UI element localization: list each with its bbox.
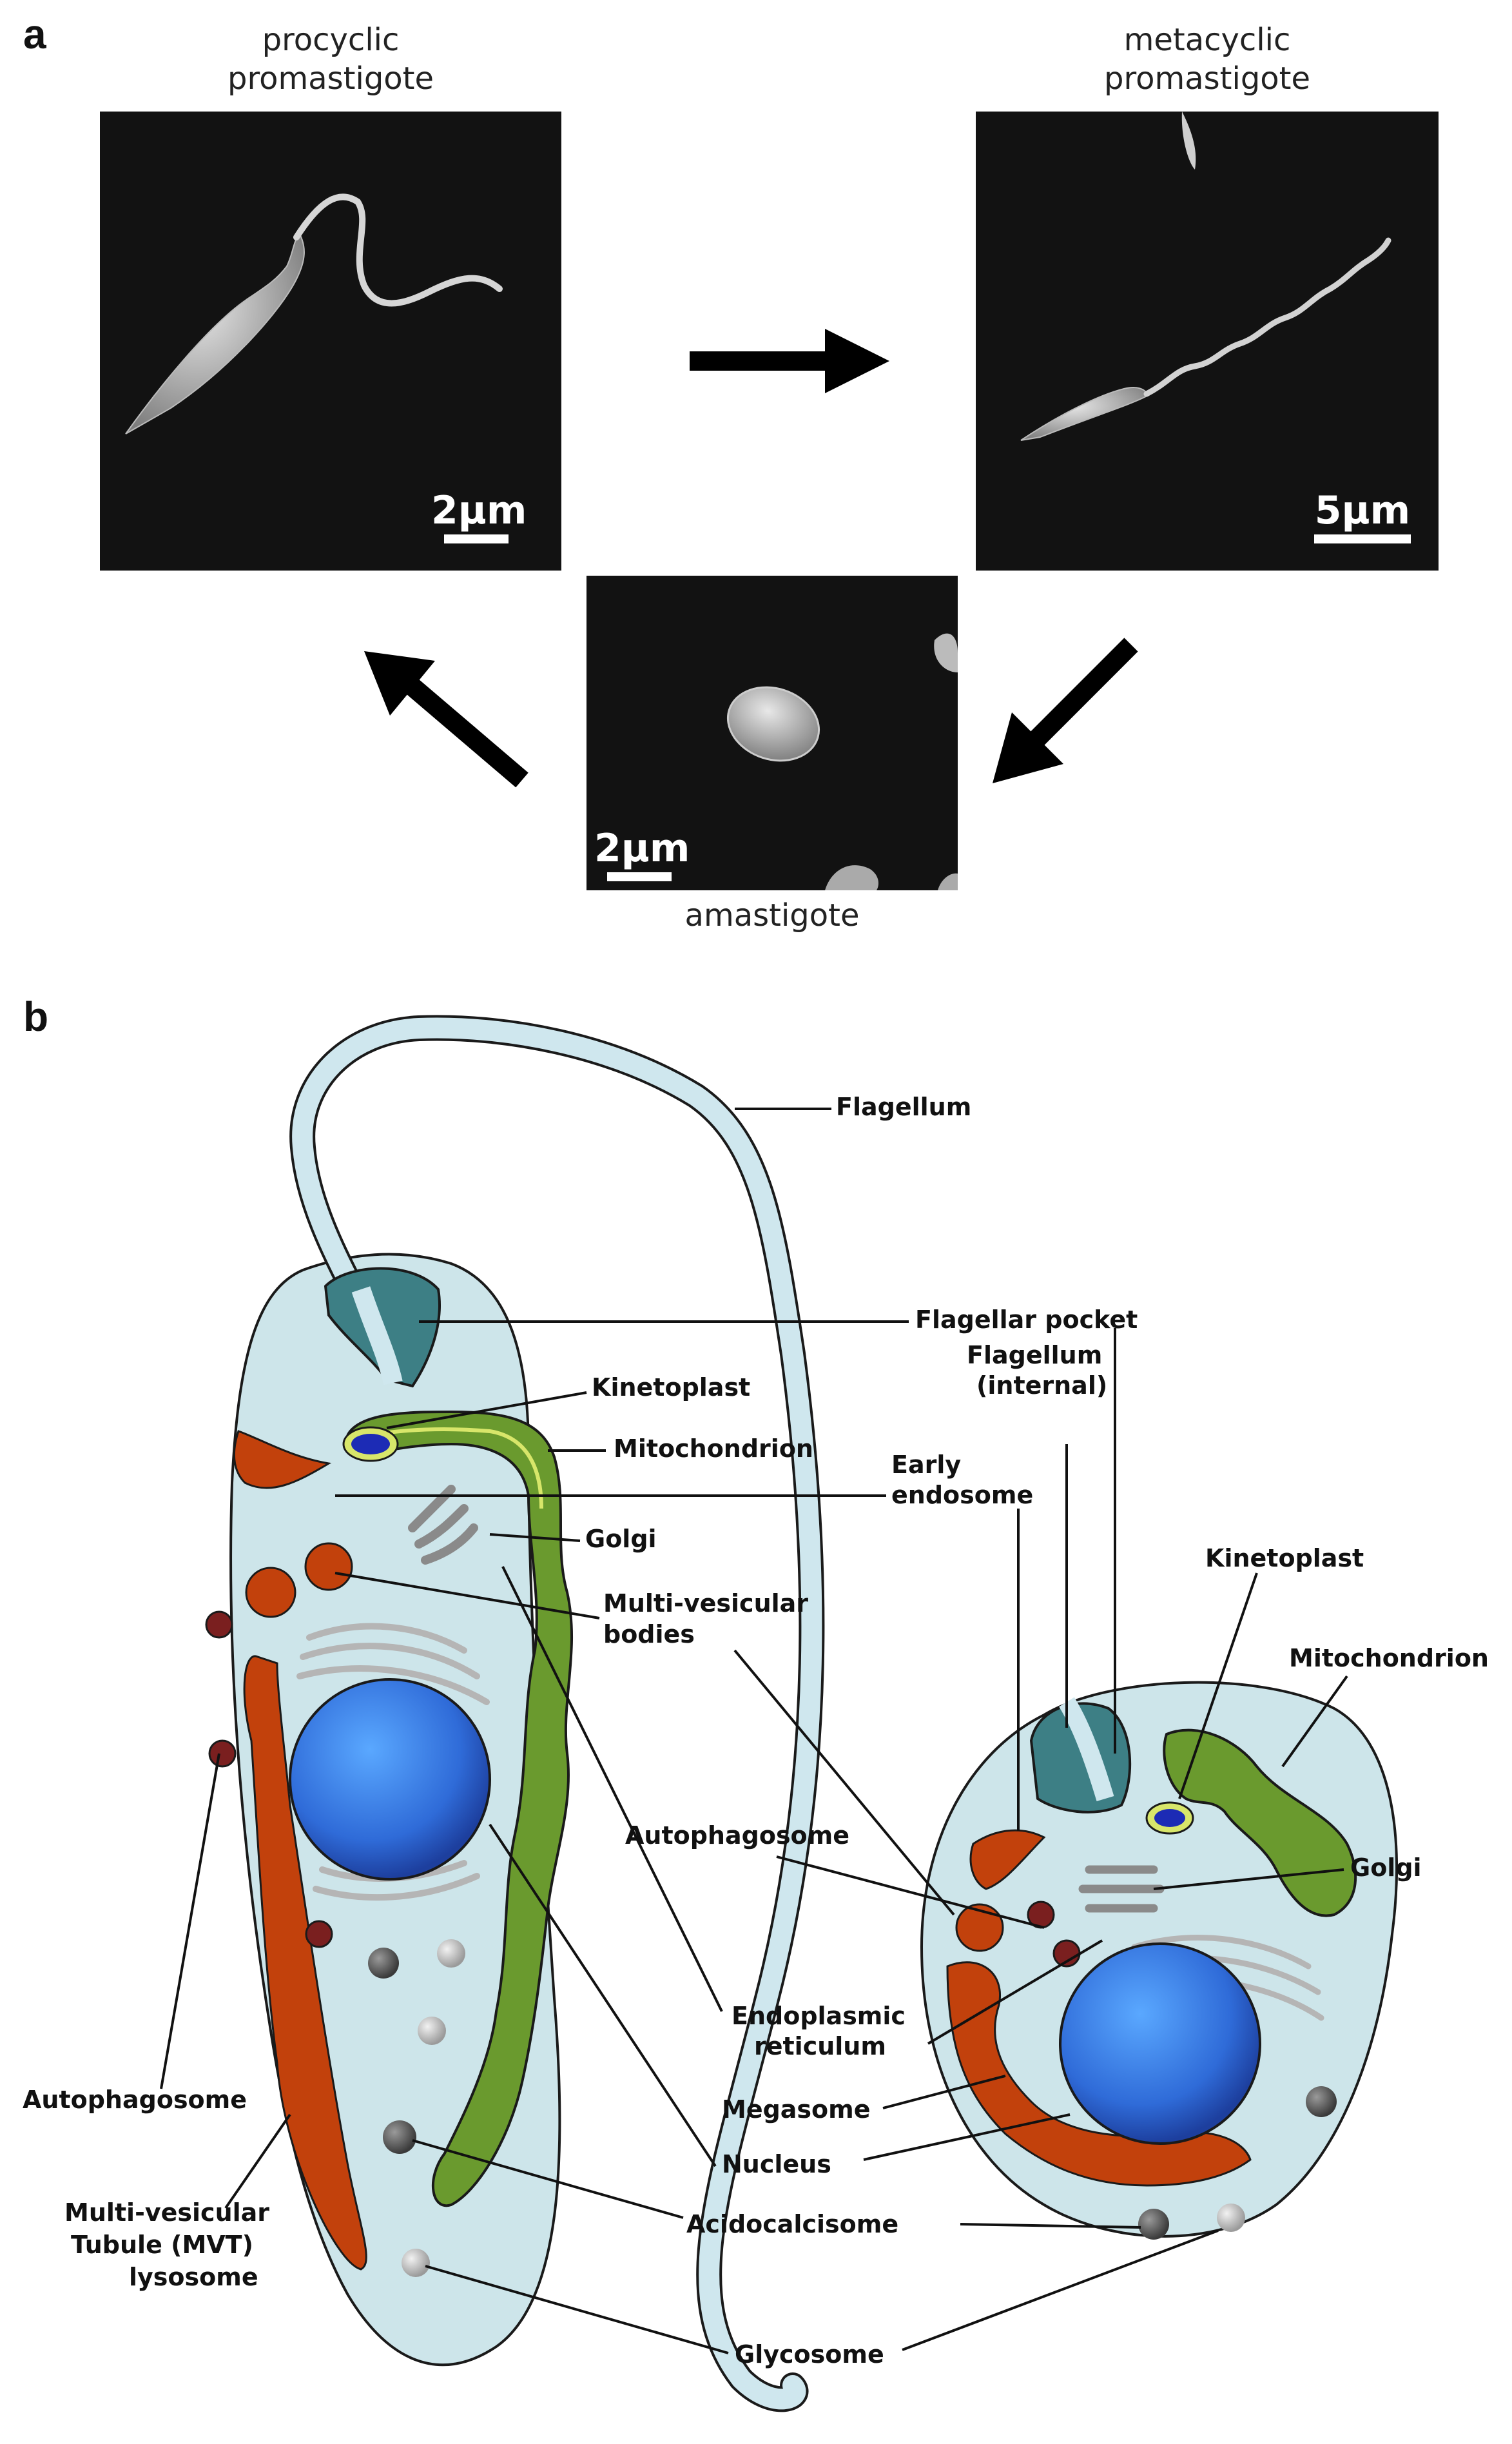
- arrow-up-left-icon: [364, 651, 528, 788]
- promastigote-flagellum-internal: [351, 1286, 403, 1385]
- amastigote-golgi: [1078, 1865, 1165, 1913]
- amastigote-acidocalcisome-1: [1138, 2209, 1169, 2240]
- label-kinetoplast-left: Kinetoplast: [592, 1373, 750, 1402]
- label-kinetoplast-right: Kinetoplast: [1205, 1544, 1364, 1572]
- amastigote-cell-body: [726, 686, 820, 762]
- procyclic-cell-drawing: [125, 193, 503, 435]
- procyclic-scale-line: [444, 534, 509, 543]
- procyclic-caption-line2: promastigote: [227, 61, 434, 97]
- amastigote-edge-debris-2: [825, 865, 878, 890]
- promastigote-mito-rim: [360, 1427, 543, 1509]
- metacyclic-scale-label: 5µm: [1314, 488, 1411, 533]
- amastigote-caption: amastigote: [684, 897, 860, 934]
- amastigote-nucleus: [1059, 1942, 1261, 2145]
- amastigote-edge-debris-3: [938, 873, 958, 890]
- label-mvb-2: bodies: [603, 1620, 695, 1648]
- panel-a-letter: a: [23, 11, 46, 57]
- amastigote-kinetoplast: [1154, 1809, 1185, 1827]
- amastigote-sem-image: 2µm: [586, 576, 958, 890]
- promastigote-flagellum: [292, 1017, 822, 2410]
- label-flagellum-internal-1: Flagellum: [967, 1341, 1102, 1369]
- amastigote-mitochondrion: [1163, 1728, 1357, 1917]
- amastigote-early-endosome: [969, 1829, 1046, 1890]
- amastigote-scale-bar: 2µm: [594, 826, 690, 881]
- label-golgi-left: Golgi: [585, 1525, 657, 1553]
- metacyclic-caption-line1: metacyclic: [1123, 22, 1291, 58]
- label-mvt-3: lysosome: [129, 2263, 258, 2291]
- promastigote-mvb: [245, 1542, 353, 1618]
- label-flagellum-internal-2: (internal): [976, 1371, 1107, 1400]
- promastigote-autophagosome-3: [305, 1920, 333, 1948]
- metacyclic-cell-drawing: [1020, 112, 1391, 441]
- promastigote-golgi: [408, 1485, 478, 1565]
- label-acidocalcisome: Acidocalcisome: [686, 2210, 898, 2238]
- metacyclic-scale-line: [1314, 534, 1411, 543]
- amastigote-glycosome: [1217, 2204, 1245, 2232]
- label-mitochondrion-right: Mitochondrion: [1289, 1644, 1489, 1672]
- label-golgi-right: Golgi: [1350, 1853, 1422, 1882]
- promastigote-early-endosome: [233, 1430, 332, 1489]
- procyclic-sem-image: 2µm: [100, 112, 561, 571]
- promastigote-er: [296, 1623, 490, 1901]
- label-early-endosome-2: endosome: [891, 1481, 1033, 1509]
- procyclic-scale-bar: 2µm: [431, 488, 527, 543]
- amastigote-mvb: [955, 1903, 1004, 1952]
- promastigote-autophagosome-2: [208, 1739, 237, 1768]
- amastigote-megasome: [946, 1961, 1252, 2187]
- amastigote-edge-debris-1: [934, 633, 958, 672]
- amastigote-acidocalcisome-2: [1306, 2086, 1337, 2117]
- promastigote-nucleus: [289, 1678, 491, 1881]
- label-mvt-1: Multi-vesicular: [64, 2198, 269, 2227]
- metacyclic-cell-body: [1020, 387, 1150, 441]
- metacyclic-partial-cell: [1181, 112, 1196, 170]
- amastigote-scale-line: [607, 872, 672, 881]
- metacyclic-scale-bar: 5µm: [1311, 488, 1414, 543]
- leader-lines: [160, 1108, 1348, 2354]
- metacyclic-sem-image: 5µm: [976, 112, 1439, 571]
- label-glycosome: Glycosome: [735, 2340, 884, 2369]
- amastigote-flagellum-internal: [1059, 1697, 1114, 1802]
- metacyclic-caption-line2: promastigote: [1103, 61, 1311, 97]
- amastigote-cell: [920, 1681, 1399, 2240]
- procyclic-caption: procyclic promastigote: [100, 21, 561, 98]
- cell-diagram: Flagellum Flagellar pocket Flagellum (in…: [23, 1015, 1489, 2412]
- promastigote-mitochondrion: [346, 1410, 573, 2207]
- procyclic-flagellum: [293, 193, 503, 307]
- promastigote-acidocalcisome-2: [383, 2120, 416, 2154]
- metacyclic-flagellum: [1143, 237, 1391, 397]
- label-flagellum: Flagellum: [836, 1093, 971, 1121]
- promastigote-kinetoplast: [351, 1434, 390, 1454]
- label-megasome: Megasome: [722, 2095, 871, 2124]
- label-er-2: reticulum: [754, 2032, 886, 2060]
- label-early-endosome-1: Early: [891, 1451, 961, 1479]
- label-mitochondrion-left: Mitochondrion: [614, 1434, 813, 1463]
- amastigote-cell-drawing: [726, 633, 958, 890]
- label-autophagosome-left: Autophagosome: [23, 2086, 247, 2114]
- label-mvt-2: Tubule (MVT): [71, 2231, 253, 2259]
- promastigote-autophagosome-1: [205, 1610, 233, 1639]
- promastigote-glycosome-2: [418, 2017, 446, 2045]
- procyclic-scale-label: 2µm: [431, 488, 527, 533]
- promastigote-glycosome-1: [437, 1939, 465, 1968]
- procyclic-cell-body: [125, 233, 305, 435]
- label-autophagosome-mid: Autophagosome: [625, 1821, 849, 1850]
- label-nucleus: Nucleus: [722, 2150, 831, 2178]
- promastigote-glycosome-3: [402, 2249, 430, 2277]
- panel-b-letter: b: [23, 993, 49, 1040]
- promastigote-mvt-lysosome: [243, 1655, 367, 2271]
- arrow-down-left-icon: [993, 638, 1138, 783]
- arrow-right-icon: [690, 329, 889, 393]
- promastigote-cell: [205, 1015, 825, 2412]
- amastigote-scale-label: 2µm: [594, 826, 690, 871]
- label-er-1: Endoplasmic: [732, 2002, 906, 2030]
- procyclic-caption-line1: procyclic: [262, 22, 400, 58]
- metacyclic-caption: metacyclic promastigote: [976, 21, 1439, 98]
- label-mvb-1: Multi-vesicular: [603, 1589, 808, 1618]
- promastigote-acidocalcisome-1: [368, 1948, 399, 1979]
- label-flagellar-pocket: Flagellar pocket: [915, 1305, 1138, 1334]
